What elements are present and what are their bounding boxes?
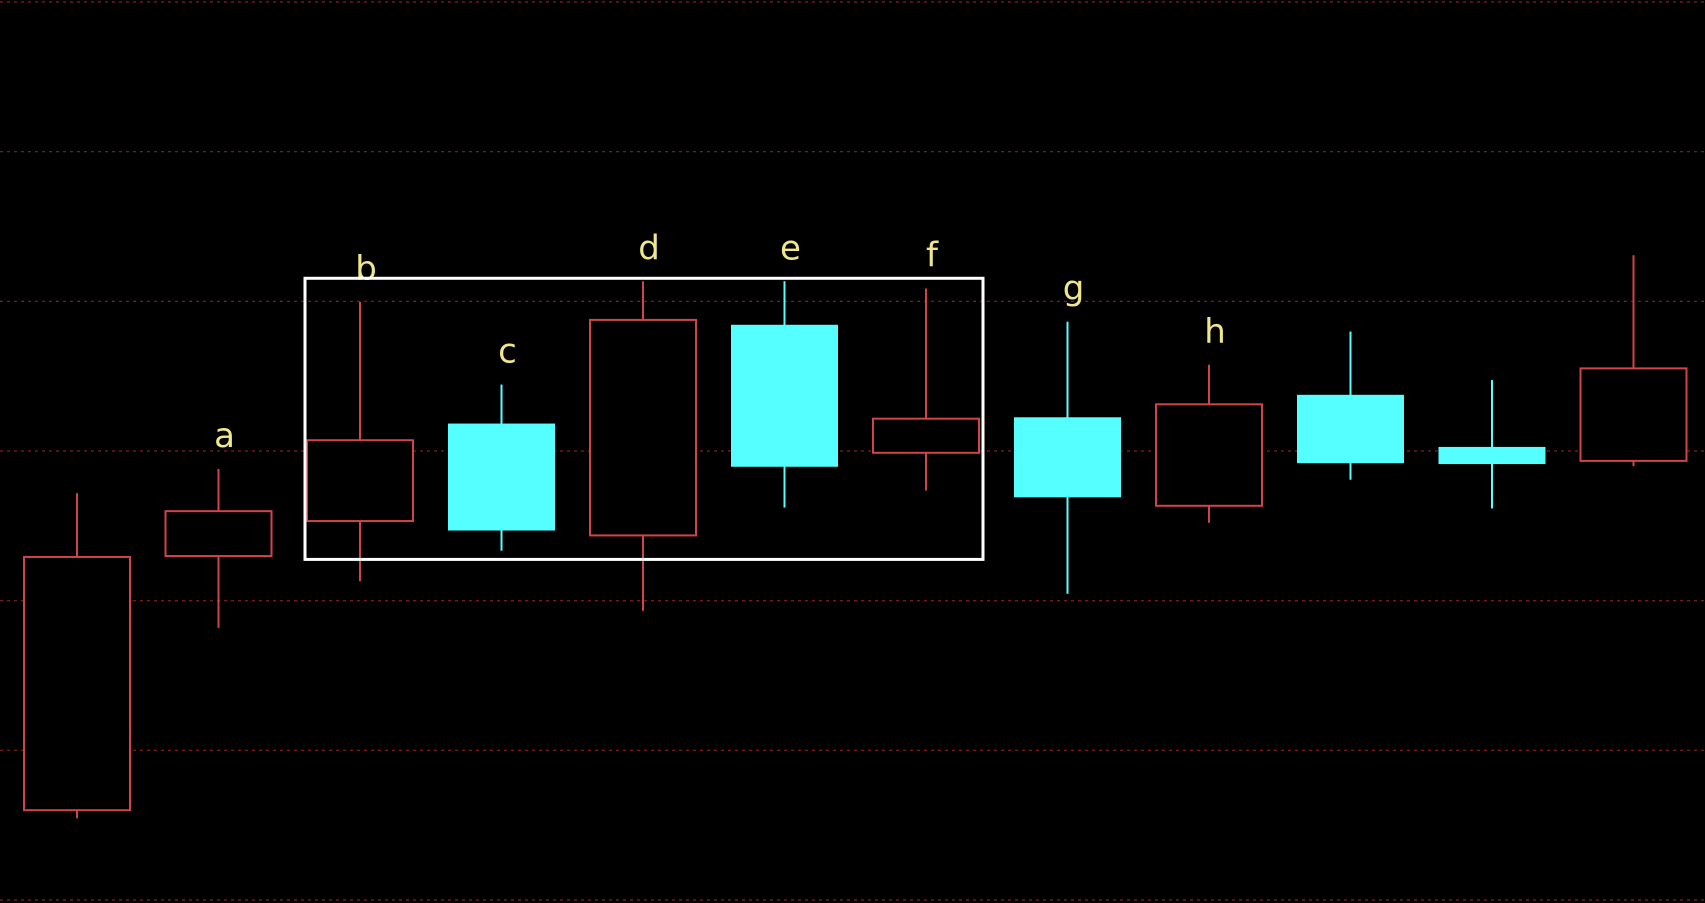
- candle-body-up: [1579, 367, 1688, 462]
- highlight-box: [303, 276, 985, 561]
- candle-body-up: [589, 318, 697, 537]
- candle-label-g: g: [1063, 269, 1085, 309]
- candle: [1438, 380, 1546, 509]
- candle: [731, 281, 838, 508]
- candle: [1155, 364, 1263, 523]
- candle-label-b: b: [355, 249, 377, 289]
- candle: [1014, 321, 1121, 594]
- candle: [872, 288, 980, 491]
- candle-body-down: [1014, 417, 1121, 498]
- candle-body-down: [1438, 446, 1546, 465]
- candle-body-down: [448, 423, 555, 531]
- candle: [23, 493, 131, 819]
- highlight-layer: [303, 276, 985, 561]
- candle-body-down: [1297, 394, 1404, 464]
- candle: [1297, 331, 1404, 480]
- candle-label-h: h: [1204, 312, 1226, 352]
- candle-body-up: [23, 555, 131, 812]
- candle-body-down: [731, 324, 838, 467]
- candle: [448, 384, 555, 551]
- candle: [1579, 255, 1688, 467]
- candle-body-up: [1155, 403, 1263, 507]
- label-layer: a b c d e f g h: [214, 228, 1226, 456]
- candle-label-e: e: [780, 228, 801, 268]
- candle: [306, 301, 414, 582]
- candle-body-up: [872, 417, 980, 454]
- candle-label-c: c: [498, 332, 517, 372]
- candle-body-up: [306, 439, 414, 523]
- candle-body-up: [164, 510, 273, 558]
- candle: [589, 281, 697, 611]
- candle-label-f: f: [926, 235, 939, 275]
- candle-label-d: d: [638, 228, 660, 268]
- candle: [164, 468, 273, 628]
- candle-label-a: a: [214, 416, 235, 456]
- candle-layer: [23, 255, 1688, 819]
